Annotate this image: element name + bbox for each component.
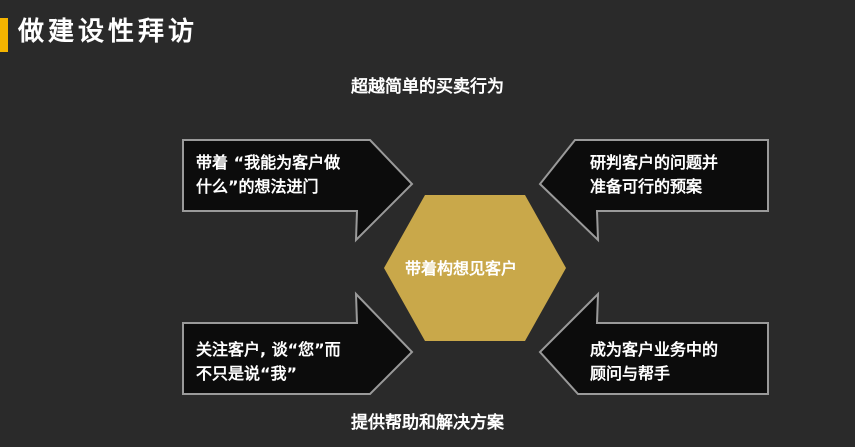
callout-top-left-line-2: 什么”的想法进门 (196, 177, 319, 196)
page-title: 做建设性拜访 (18, 17, 199, 47)
callout-top-right (538, 139, 769, 243)
center-hexagon-label: 带着构想见客户 (404, 259, 517, 278)
top-caption: 超越简单的买卖行为 (351, 77, 504, 97)
callout-top-right-text: 研判客户的问题并 准备可行的预案 (590, 151, 718, 199)
callout-bottom-left-text: 关注客户, 谈“您”而 不只是说“我” (196, 338, 341, 386)
callout-top-left-line-1: 带着 “我能为客户做 (196, 153, 341, 172)
callout-bottom-right-line-1: 成为客户业务中的 (590, 340, 719, 359)
bottom-caption: 提供帮助和解决方案 (351, 413, 504, 433)
callout-top-right-line-2: 准备可行的预案 (590, 177, 703, 196)
title-accent-bar (0, 18, 8, 52)
callout-bottom-right (538, 291, 769, 395)
center-hexagon (384, 195, 566, 341)
callout-bottom-right-text: 成为客户业务中的 顾问与帮手 (590, 338, 718, 386)
callout-bottom-right-line-2: 顾问与帮手 (590, 364, 671, 383)
callout-bottom-left (182, 291, 414, 395)
callout-top-left (182, 139, 414, 243)
callout-bottom-left-line-2: 不只是说“我” (196, 364, 298, 383)
callout-top-left-text: 带着 “我能为客户做 什么”的想法进门 (196, 151, 340, 199)
callout-bottom-left-line-1: 关注客户, 谈“您”而 (196, 340, 341, 359)
callout-top-right-line-1: 研判客户的问题并 (590, 153, 719, 172)
